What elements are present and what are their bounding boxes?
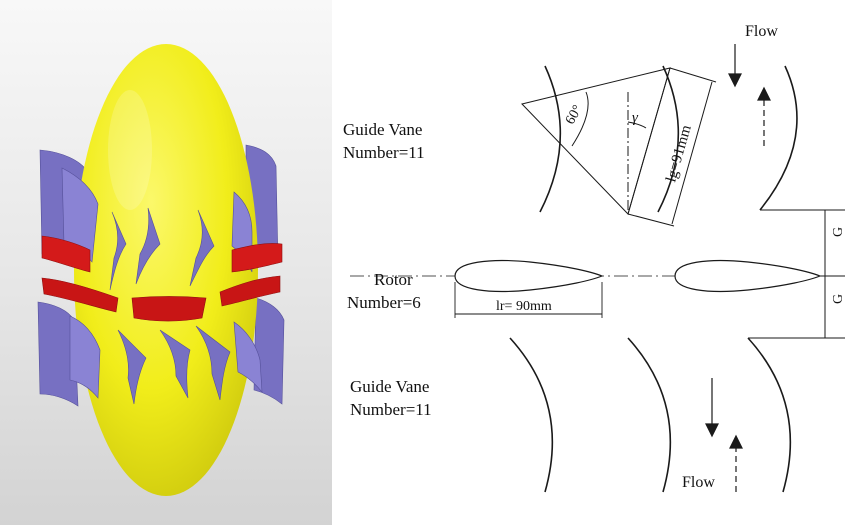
guide-vane-blade <box>189 209 215 287</box>
lower-guide-vane-arc-2 <box>627 337 672 493</box>
turbine-schematic: Flow Flow Guide Vane Number=11 Rotor Num… <box>332 0 850 525</box>
bottom-flow-label: Flow <box>682 474 715 491</box>
rotor-airfoils <box>454 259 822 293</box>
vane-chord-line <box>627 67 671 215</box>
rotor-blade <box>231 243 283 273</box>
guide-vane-blade <box>159 329 191 399</box>
rotor-airfoil-1 <box>454 259 604 293</box>
rotor-blade <box>41 277 119 313</box>
angle-arc-60 <box>571 91 589 147</box>
guide-vane-blade <box>117 329 147 405</box>
gamma-label: γ <box>632 110 639 126</box>
yellow-hub-body <box>74 44 258 496</box>
upper-guide-vane-count: Number=11 <box>343 143 425 162</box>
rotor-count: Number=6 <box>347 293 421 312</box>
guide-vane-blade <box>253 297 285 405</box>
guide-vane-arcs <box>509 65 798 493</box>
top-flow-arrow-head <box>728 73 742 88</box>
guide-vane-geometry <box>521 67 717 227</box>
guide-vane-blade <box>233 321 263 393</box>
lower-guide-vane-title: Guide Vane <box>350 377 429 396</box>
angle-triangle <box>521 67 671 215</box>
guide-vane-blade <box>195 325 231 401</box>
bottom-flow-arrow-head <box>705 423 719 438</box>
rotor-airfoil-2 <box>674 259 822 293</box>
guide-vane-blade <box>135 207 161 285</box>
top-return-arrow-head <box>757 86 771 101</box>
top-flow-label: Flow <box>745 23 778 40</box>
lower-guide-vane-count: Number=11 <box>350 400 432 419</box>
lr-length-label: lr= 90mm <box>496 299 552 314</box>
guide-vanes-lower-front <box>69 315 263 405</box>
angle-arc-gamma <box>627 121 647 129</box>
lg-ext-1 <box>669 67 717 83</box>
rotor-blade <box>41 235 91 273</box>
rotor-blades <box>41 235 283 322</box>
guide-vane-blade <box>37 301 79 407</box>
turbine-3d-render <box>0 0 332 525</box>
rotor-blade <box>131 296 207 322</box>
gap-label-upper: G <box>831 227 846 237</box>
guide-vane-blade <box>109 211 127 291</box>
lg-dim-line <box>671 81 713 225</box>
guide-vane-blade <box>69 315 101 399</box>
body-highlight <box>108 90 152 210</box>
lg-length-label: lg=91mm <box>663 123 695 184</box>
gap-label-lower: G <box>831 294 846 304</box>
render-svg <box>0 0 332 525</box>
schematic-svg: Flow Flow Guide Vane Number=11 Rotor Num… <box>343 23 846 493</box>
upper-guide-vane-title: Guide Vane <box>343 120 422 139</box>
flow-arrows <box>705 44 771 492</box>
lower-guide-vane-arc-3 <box>747 337 792 493</box>
rotor-blade <box>219 275 281 307</box>
upper-guide-vane-arc-2 <box>657 65 680 213</box>
lg-ext-2 <box>627 213 675 227</box>
lower-guide-vane-arc-1 <box>509 337 554 493</box>
bottom-return-arrow-head <box>729 434 743 449</box>
angle-60-label: 60° <box>563 103 586 127</box>
lr-dimension <box>454 282 603 318</box>
upper-guide-vane-arc-3 <box>759 65 798 211</box>
rotor-title: Rotor <box>374 270 413 289</box>
upper-guide-vane-arc-1 <box>539 65 562 213</box>
